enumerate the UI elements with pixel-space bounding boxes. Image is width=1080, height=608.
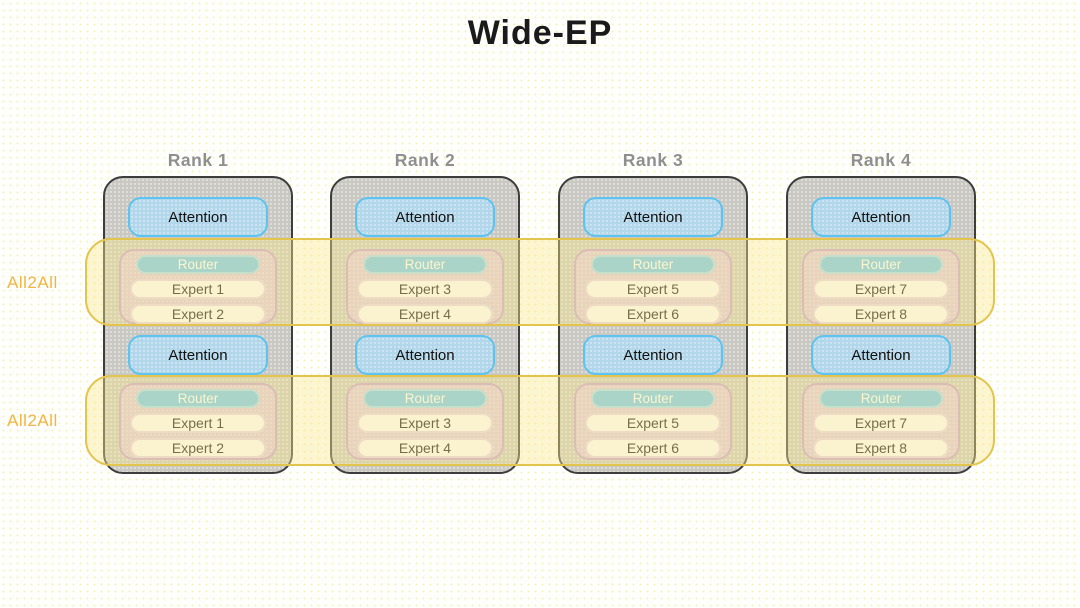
expert-pill: Expert 3 (357, 279, 493, 299)
rank-4-panel: Rank 4 Attention Router Expert 7 Expert … (786, 150, 976, 474)
router-pill: Router (363, 389, 487, 408)
expert-pill: Expert 4 (357, 438, 493, 458)
expert-pill: Expert 1 (130, 279, 266, 299)
all2all-label-2: All2All (7, 411, 58, 430)
expert-pill: Expert 8 (813, 438, 949, 458)
expert-pill: Expert 1 (130, 413, 266, 433)
rank-1-panel: Rank 1 Attention Router Expert 1 Expert … (103, 150, 293, 474)
moe-expert-group: Router Expert 1 Expert 2 (119, 383, 277, 460)
all2all-label-1: All2All (7, 273, 58, 292)
expert-pill: Expert 7 (813, 413, 949, 433)
attention-block: Attention (128, 197, 268, 237)
router-pill: Router (591, 389, 715, 408)
expert-pill: Expert 3 (357, 413, 493, 433)
moe-expert-group: Router Expert 5 Expert 6 (574, 383, 732, 460)
moe-expert-group: Router Expert 7 Expert 8 (802, 383, 960, 460)
router-pill: Router (136, 389, 260, 408)
moe-expert-group: Router Expert 7 Expert 8 (802, 249, 960, 324)
router-pill: Router (136, 255, 260, 274)
router-pill: Router (591, 255, 715, 274)
rank-3-box: Attention Router Expert 5 Expert 6 Atten… (558, 176, 748, 474)
expert-pill: Expert 4 (357, 304, 493, 324)
rank-3-label: Rank 3 (622, 150, 684, 170)
expert-pill: Expert 2 (130, 304, 266, 324)
attention-block: Attention (355, 335, 495, 375)
expert-pill: Expert 7 (813, 279, 949, 299)
router-pill: Router (819, 389, 943, 408)
attention-block: Attention (583, 197, 723, 237)
attention-block: Attention (811, 197, 951, 237)
moe-expert-group: Router Expert 3 Expert 4 (346, 249, 504, 324)
rank-4-label: Rank 4 (850, 150, 912, 170)
moe-expert-group: Router Expert 1 Expert 2 (119, 249, 277, 324)
expert-pill: Expert 8 (813, 304, 949, 324)
expert-pill: Expert 5 (585, 279, 721, 299)
diagram-title: Wide-EP (467, 14, 613, 52)
rank-2-panel: Rank 2 Attention Router Expert 3 Expert … (330, 150, 520, 474)
attention-block: Attention (583, 335, 723, 375)
rank-1-box: Attention Router Expert 1 Expert 2 Atten… (103, 176, 293, 474)
expert-pill: Expert 5 (585, 413, 721, 433)
expert-pill: Expert 2 (130, 438, 266, 458)
expert-pill: Expert 6 (585, 304, 721, 324)
attention-block: Attention (355, 197, 495, 237)
expert-pill: Expert 6 (585, 438, 721, 458)
rank-2-box: Attention Router Expert 3 Expert 4 Atten… (330, 176, 520, 474)
moe-expert-group: Router Expert 5 Expert 6 (574, 249, 732, 324)
attention-block: Attention (811, 335, 951, 375)
router-pill: Router (363, 255, 487, 274)
moe-expert-group: Router Expert 3 Expert 4 (346, 383, 504, 460)
rank-2-label: Rank 2 (394, 150, 456, 170)
rank-4-box: Attention Router Expert 7 Expert 8 Atten… (786, 176, 976, 474)
rank-3-panel: Rank 3 Attention Router Expert 5 Expert … (558, 150, 748, 474)
attention-block: Attention (128, 335, 268, 375)
router-pill: Router (819, 255, 943, 274)
rank-1-label: Rank 1 (167, 150, 229, 170)
